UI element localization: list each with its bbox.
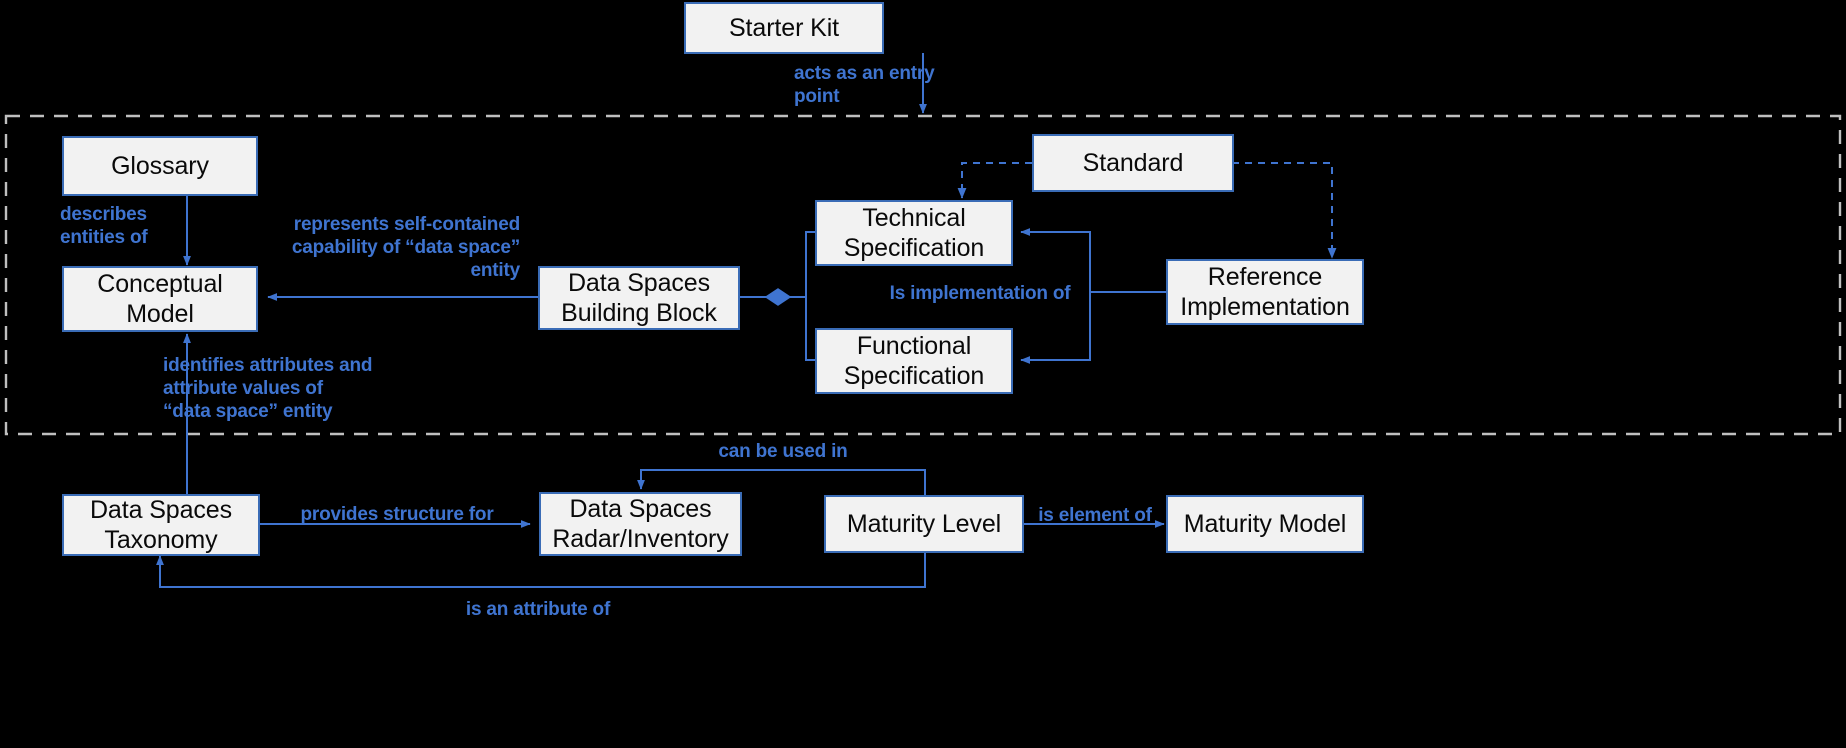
- node-label: Standard: [1082, 148, 1184, 177]
- edge-label-is-implementation-of: Is implementation of: [889, 283, 1071, 304]
- node-data-spaces-taxonomy[interactable]: Data Spaces Taxonomy: [62, 494, 260, 556]
- node-label: Conceptual Model: [97, 269, 223, 329]
- node-data-spaces-building-block[interactable]: Data Spaces Building Block: [538, 266, 740, 330]
- node-label: Functional Specification: [843, 331, 985, 391]
- edge-label-provides-structure-for: provides structure for: [300, 504, 494, 525]
- node-label: Data Spaces Building Block: [561, 268, 717, 328]
- edge-label-represents-capability: represents self-contained capability of …: [291, 214, 520, 282]
- node-functional-specification[interactable]: Functional Specification: [815, 328, 1013, 394]
- edge-maturity-taxonomy: [156, 553, 926, 588]
- edge-standard-refimpl: [1232, 162, 1337, 259]
- edge-standard-techspec: [957, 162, 1032, 199]
- node-technical-specification[interactable]: Technical Specification: [815, 200, 1013, 266]
- node-maturity-level[interactable]: Maturity Level: [824, 495, 1024, 553]
- edge-label-can-be-used-in: can be used in: [718, 441, 848, 462]
- node-label: Reference Implementation: [1180, 262, 1350, 322]
- node-glossary[interactable]: Glossary: [62, 136, 258, 196]
- node-starter-kit[interactable]: Starter Kit: [684, 2, 884, 54]
- edge-label-identifies-attributes: identifies attributes and attribute valu…: [163, 355, 373, 423]
- node-reference-implementation[interactable]: Reference Implementation: [1166, 259, 1364, 325]
- edge-label-describes-entities-of: describes entities of: [60, 204, 148, 249]
- node-label: Data Spaces Taxonomy: [89, 495, 233, 555]
- node-label: Starter Kit: [728, 13, 840, 42]
- node-label: Maturity Model: [1183, 509, 1347, 538]
- composition-diamond: [764, 288, 792, 306]
- edge-label-is-element-of: is element of: [1038, 505, 1152, 526]
- node-data-spaces-radar-inventory[interactable]: Data Spaces Radar/Inventory: [539, 492, 742, 556]
- node-label: Maturity Level: [846, 509, 1002, 538]
- node-maturity-model[interactable]: Maturity Model: [1166, 495, 1364, 553]
- node-label: Technical Specification: [843, 203, 985, 263]
- node-conceptual-model[interactable]: Conceptual Model: [62, 266, 258, 332]
- node-standard[interactable]: Standard: [1032, 134, 1234, 192]
- edge-label-acts-as-entry-point: acts as an entry point: [794, 63, 935, 108]
- node-label: Glossary: [111, 151, 209, 180]
- node-label: Data Spaces Radar/Inventory: [552, 494, 729, 554]
- edge-label-is-an-attribute-of: is an attribute of: [465, 599, 611, 620]
